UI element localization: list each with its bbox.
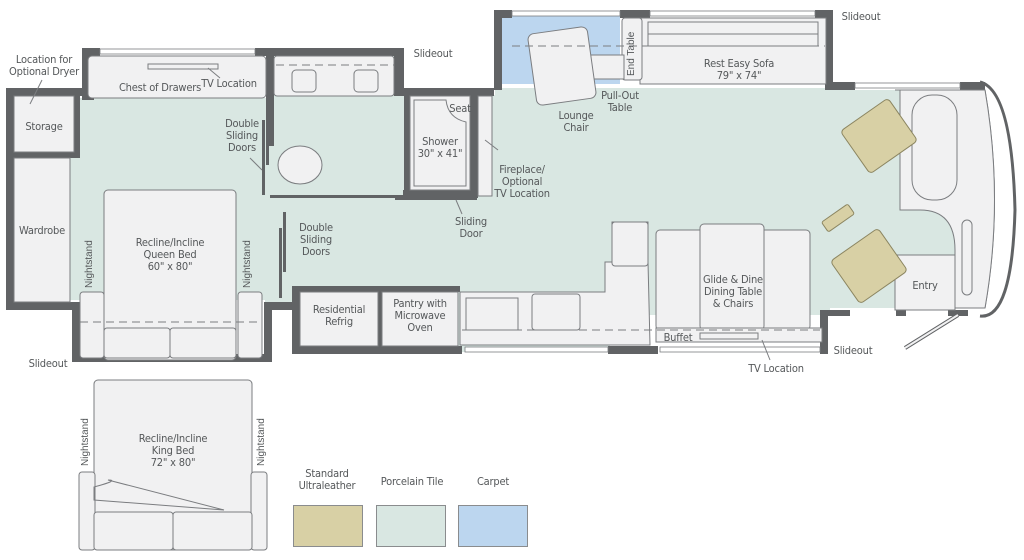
queen-bed-label: Recline/Incline Queen Bed 60" x 80" xyxy=(135,236,205,273)
slideout-bath-label: Slideout xyxy=(413,47,453,60)
legend-label-ultraleather: Standard Ultraleather xyxy=(298,467,356,492)
tv-location-bedroom: TV Location xyxy=(201,77,257,90)
slideout-dining-label: Slideout xyxy=(833,344,873,357)
king-bed-label: Recline/Incline King Bed 72" x 80" xyxy=(138,432,208,469)
buffet-label: Buffet xyxy=(663,331,693,344)
dining-label: Glide & Dine Dining Table & Chairs xyxy=(703,273,763,310)
sofa-label: Rest Easy Sofa 79" x 74" xyxy=(703,57,775,82)
lounge-chair-label: Lounge Chair xyxy=(558,109,594,134)
legend-label-tile: Porcelain Tile xyxy=(380,475,444,488)
legend-swatch-carpet xyxy=(458,505,528,547)
chest-label: Chest of Drawers xyxy=(118,81,202,94)
slide-lines xyxy=(80,45,825,331)
pantry-label: Pantry with Microwave Oven xyxy=(393,297,447,334)
storage-label: Storage xyxy=(25,120,63,133)
walls xyxy=(6,10,985,362)
seat-label: Seat xyxy=(449,102,471,115)
end-table-label: End Table xyxy=(626,31,637,76)
legend-swatch-tile xyxy=(376,505,446,547)
legend-swatch-ultraleather xyxy=(293,505,363,547)
nightstand-left-label: Nightstand xyxy=(84,240,95,288)
fireplace-label: Fireplace/ Optional TV Location xyxy=(494,163,550,200)
king-nightstand-left-label: Nightstand xyxy=(80,418,91,466)
leader-lines xyxy=(29,67,771,361)
wardrobe-label: Wardrobe xyxy=(19,224,65,237)
king-nightstand-right-label: Nightstand xyxy=(256,418,267,466)
front-cab xyxy=(894,80,1017,350)
windows xyxy=(99,10,961,353)
pull-out-table-label: Pull-Out Table xyxy=(601,89,639,114)
dryer-note: Location for Optional Dryer xyxy=(9,53,79,78)
legend-label-carpet: Carpet xyxy=(476,475,510,488)
double-sliding-doors-label-2: Double Sliding Doors xyxy=(299,221,333,258)
tv-location-dining: TV Location xyxy=(748,362,804,375)
recliners xyxy=(821,99,917,303)
shower-label: Shower 30" x 41" xyxy=(417,135,463,160)
sliding-door-label: Sliding Door xyxy=(455,215,487,240)
slideout-living-label: Slideout xyxy=(841,10,881,23)
refrig-label: Residential Refrig xyxy=(312,303,366,328)
nightstand-right-label: Nightstand xyxy=(242,240,253,288)
furniture xyxy=(13,17,827,361)
slideout-bedroom-label: Slideout xyxy=(28,357,68,370)
entry-label: Entry xyxy=(912,279,938,292)
double-sliding-doors-label-1: Double Sliding Doors xyxy=(225,117,259,154)
